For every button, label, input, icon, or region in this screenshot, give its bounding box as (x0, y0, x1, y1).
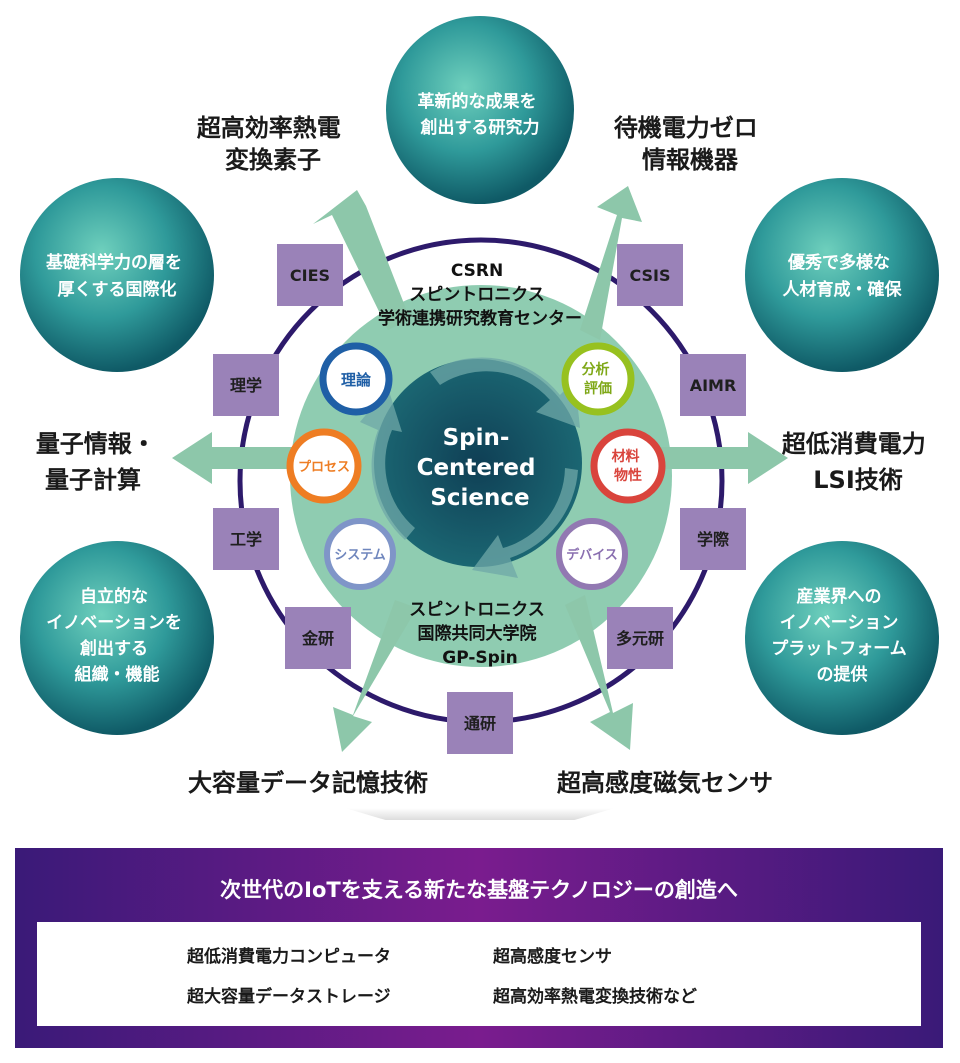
banner-title: 次世代のIoTを支える新たな基盤テクノロジーの創造へ (220, 878, 738, 902)
svg-text:CSIS: CSIS (629, 266, 670, 285)
svg-text:Spin- Centered Science: Spin- Centered Science (417, 425, 544, 511)
svg-text:CSRN スピントロニクス 学術連携研究教育: CSRN スピントロニクス 学術連携研究教育センター (378, 261, 582, 329)
svg-text:分析 評価: 分析 評価 (582, 361, 615, 397)
bubble-lower-right: 産業界への イノベーション プラットフォーム の提供 (745, 541, 939, 735)
svg-text:デバイス: デバイス (566, 547, 618, 563)
box-cies: CIES (277, 244, 343, 306)
svg-text:CIES: CIES (290, 266, 330, 285)
bubble-lower-left: 自立的な イノベーションを 創出する 組織・機能 (20, 541, 214, 735)
svg-text:超高感度磁気センサ: 超高感度磁気センサ (557, 769, 773, 797)
banner-item-3: 超大容量データストレージ (187, 987, 391, 1007)
arrow-left (172, 432, 300, 484)
csrn-line-2: スピントロニクス (409, 285, 545, 305)
target-thermoelectric-1: 超高効率熱電 (197, 114, 341, 142)
svg-text:スピントロニクス 国際共同大学院 GP-Sp: スピントロニクス 国際共同大学院 GP-Spin (409, 600, 550, 668)
svg-text:産業界への イノベーション プラット: 産業界への イノベーション プラットフォーム の提供 (771, 586, 912, 685)
svg-text:工学: 工学 (230, 530, 262, 549)
target-thermoelectric-2: 変換素子 (225, 146, 321, 174)
inner-circle-theory: 理論 (319, 342, 393, 416)
banner-box: 超低消費電力コンピュータ 超高感度センサ 超大容量データストレージ 超高効率熱電… (37, 922, 921, 1026)
center-line-2: Centered (417, 455, 536, 481)
svg-text:自立的な イノベーションを 創出する: 自立的な イノベーションを 創出する 組織・機能 (46, 586, 188, 685)
gpspin-line-2: 国際共同大学院 (418, 623, 537, 644)
box-imr: 金研 (285, 607, 351, 669)
box-aimr: AIMR (680, 354, 746, 416)
svg-text:待機電力ゼロ 情報機器: 待機電力ゼロ 情報機器 (614, 114, 766, 174)
spin-science-diagram: Spin- Centered Science CSRN スピントロニクス 学術連… (20, 16, 939, 820)
target-zero-standby-2: 情報機器 (642, 146, 739, 174)
svg-text:プロセス: プロセス (298, 460, 350, 475)
svg-text:理論: 理論 (341, 371, 372, 389)
banner-item-1: 超低消費電力コンピュータ (187, 947, 391, 967)
center-line-1: Spin- (443, 425, 510, 451)
inner-circle-process: プロセス (286, 428, 362, 504)
target-storage: 大容量データ記憶技術 (188, 769, 428, 797)
svg-text:システム: システム (334, 548, 386, 563)
bottom-banner: 次世代のIoTを支える新たな基盤テクノロジーの創造へ 超低消費電力コンピュータ … (15, 848, 943, 1048)
bubble-upper-left: 基礎科学力の層を 厚くする国際化 (20, 178, 214, 372)
arrow-bottom-right (565, 595, 633, 750)
svg-text:学際: 学際 (697, 530, 730, 549)
svg-text:優秀で多様な 人材育成・確保: 優秀で多様な 人材育成・確保 (783, 252, 903, 300)
svg-text:理学: 理学 (230, 376, 262, 395)
svg-text:量子情報・ 量子計算: 量子情報・ 量子計算 (36, 430, 164, 494)
center-line-3: Science (430, 485, 529, 511)
funnel-arrow (345, 808, 615, 820)
target-low-power-1: 超低消費電力 (782, 430, 926, 458)
box-science: 理学 (213, 354, 279, 416)
target-zero-standby-1: 待機電力ゼロ (614, 114, 758, 142)
svg-text:AIMR: AIMR (690, 376, 737, 395)
cycle-arrows (360, 357, 580, 578)
target-quantum-2: 量子計算 (45, 466, 141, 494)
banner-item-4: 超高効率熱電変換技術など (493, 987, 697, 1007)
svg-text:多元研: 多元研 (616, 629, 664, 648)
svg-text:革新的な成果を 創出する研究力: 革新的な成果を 創出する研究力 (418, 91, 543, 138)
banner-item-2: 超高感度センサ (493, 947, 612, 967)
gpspin-line-1: スピントロニクス (409, 600, 545, 620)
target-quantum-1: 量子情報・ (36, 430, 156, 458)
bubble-top: 革新的な成果を 創出する研究力 (386, 16, 574, 204)
arrow-right (660, 432, 788, 484)
box-tagen: 多元研 (607, 607, 673, 669)
svg-text:超低消費電力 LSI技術: 超低消費電力 LSI技術 (782, 430, 934, 494)
gpspin-line-3: GP-Spin (442, 648, 518, 668)
box-engineering: 工学 (213, 508, 279, 570)
target-low-power-2: LSI技術 (813, 466, 903, 494)
box-csis: CSIS (617, 244, 683, 306)
inner-circle-system: システム (324, 518, 396, 590)
svg-text:超高効率熱電 変換素子: 超高効率熱電 変換素子 (197, 114, 349, 174)
svg-text:大容量データ記憶技術: 大容量データ記憶技術 (188, 769, 428, 797)
box-interdisciplinary: 学際 (680, 508, 746, 570)
arrow-top-right (580, 186, 642, 340)
inner-circle-device: デバイス (556, 518, 628, 590)
box-riec: 通研 (447, 692, 513, 754)
target-sensor: 超高感度磁気センサ (557, 769, 773, 797)
inner-circle-materials: 材料 物性 (590, 428, 666, 504)
svg-text:材料 物性: 材料 物性 (612, 448, 645, 484)
svg-text:基礎科学力の層を 厚くする国際化: 基礎科学力の層を 厚くする国際化 (45, 252, 188, 300)
csrn-line-1: CSRN (451, 261, 503, 281)
center-circle (374, 359, 582, 567)
csrn-line-3: 学術連携研究教育センター (378, 308, 582, 329)
svg-text:通研: 通研 (464, 714, 496, 733)
arrow-bottom-left (333, 600, 417, 752)
arrow-top-left (313, 190, 410, 330)
inner-circle-analysis: 分析 評価 (561, 342, 635, 416)
bubble-upper-right: 優秀で多様な 人材育成・確保 (745, 178, 939, 372)
svg-text:金研: 金研 (301, 629, 334, 648)
